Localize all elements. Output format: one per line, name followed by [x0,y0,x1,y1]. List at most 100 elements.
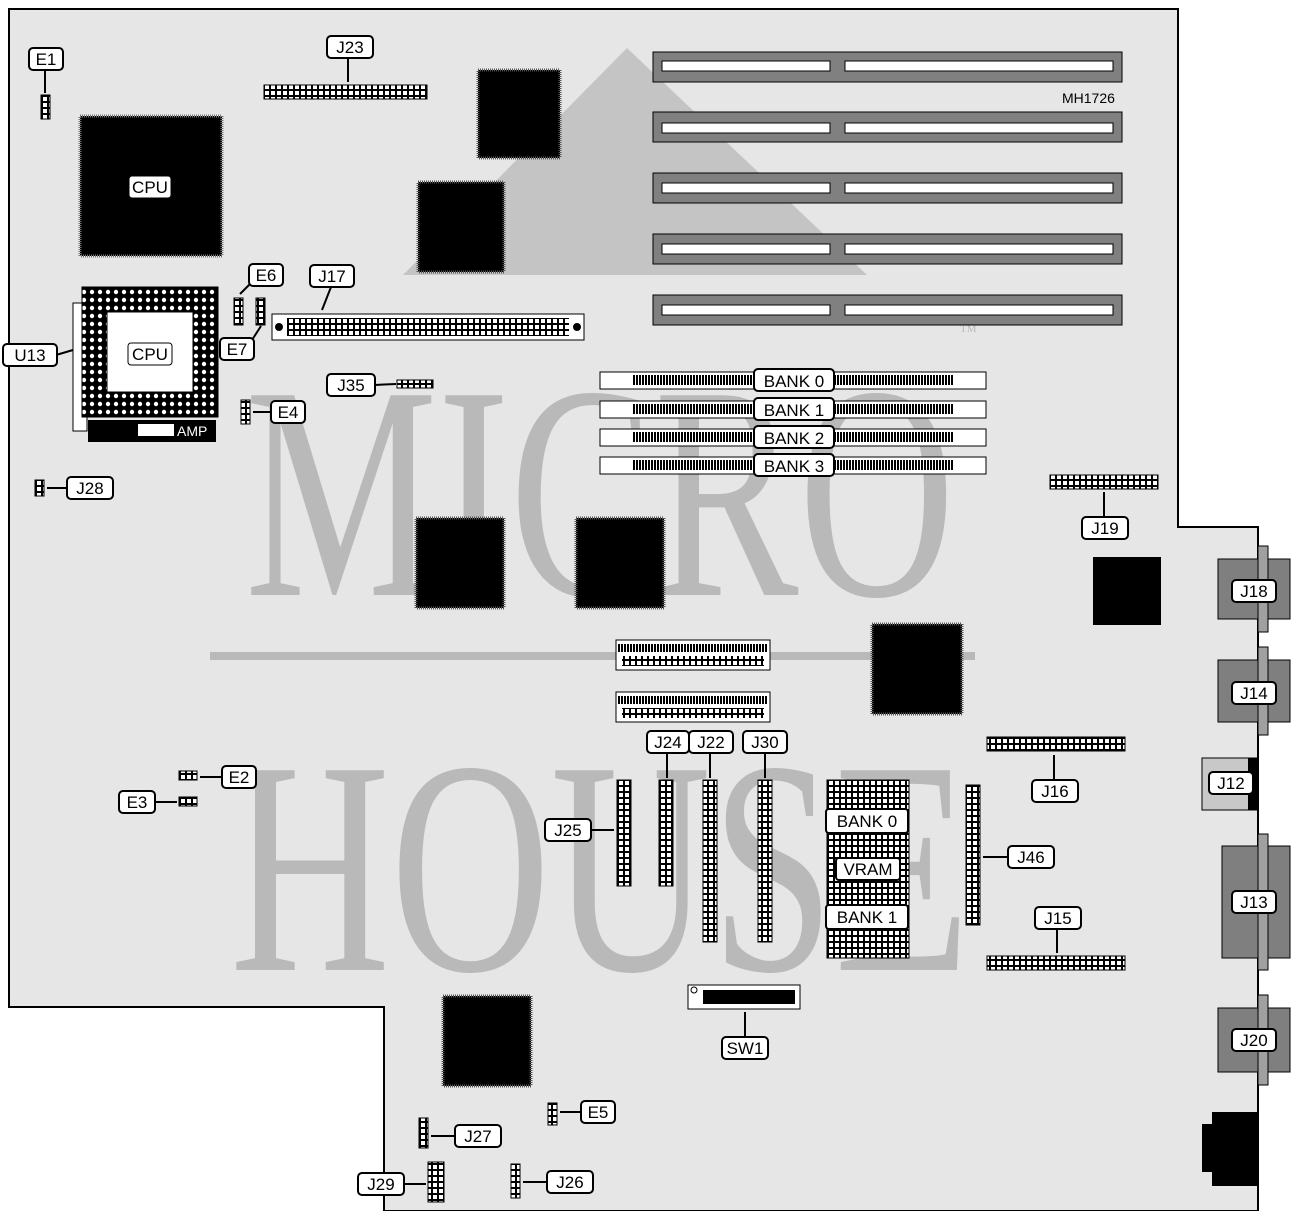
callout-j20: J20 [1231,1028,1277,1052]
figure-id: MH1726 [1062,90,1115,106]
label-j16: J16 [1041,782,1068,801]
chip [476,68,562,160]
label-j28: J28 [76,479,103,498]
callout-j19: J19 [1081,492,1129,540]
header-j35 [396,379,434,389]
callout-j12: J12 [1208,771,1254,795]
label-u13: U13 [14,346,45,365]
label-e1: E1 [36,50,57,69]
label-j19: J19 [1091,519,1118,538]
cpu-top-label: CPU [132,178,168,197]
label-e3: E3 [127,793,148,812]
chip [441,994,533,1088]
callout-j15: J15 [1034,906,1082,953]
isa-slot [652,294,1123,326]
label-j15: J15 [1044,909,1071,928]
simm-bank-1: BANK 1 [764,401,824,420]
label-j26: J26 [556,1173,583,1192]
callout-j13: J13 [1231,890,1277,914]
callout-j18: J18 [1231,579,1277,603]
vram-sockets: BANK 0 VRAM BANK 1 [825,779,910,959]
callout-j30: J30 [742,730,788,778]
header-j15 [986,955,1126,971]
callout-e5: E5 [560,1100,616,1124]
label-e2: E2 [229,768,250,787]
callout-j14: J14 [1231,681,1277,705]
label-j22: J22 [697,733,724,752]
watermark-trademark: TM [960,323,977,335]
label-j13: J13 [1240,893,1267,912]
label-j24: J24 [654,733,681,752]
header-j23 [263,84,428,100]
callout-j25: J25 [544,818,614,842]
label-sw1: SW1 [727,1039,764,1058]
simm-bank-2: BANK 2 [764,429,824,448]
chip [870,622,964,716]
callout-j24: J24 [646,730,690,778]
label-e7: E7 [227,340,248,359]
isa-slots [652,51,1123,326]
header-j24 [658,779,674,887]
callout-j28: J28 [47,476,114,500]
label-e6: E6 [256,266,277,285]
chip [574,516,666,610]
pin-headers [396,379,1159,971]
chip [1093,557,1161,625]
label-j14: J14 [1240,684,1267,703]
header-j46 [965,784,981,926]
callout-j35: J35 [326,373,397,397]
callout-e2: E2 [200,765,257,789]
callout-sw1: SW1 [721,1012,769,1060]
label-j46: J46 [1017,848,1044,867]
header-j30 [757,779,773,943]
dip-switch-sw1 [687,984,801,1010]
header-j19 [1049,474,1159,490]
label-e4: E4 [278,403,299,422]
callout-j22: J22 [688,730,734,778]
label-j30: J30 [751,733,778,752]
callout-e4: E4 [253,400,306,424]
label-j12: J12 [1217,774,1244,793]
label-j18: J18 [1240,582,1267,601]
isa-slot [652,111,1123,143]
rom-sockets [615,639,771,723]
header-j22 [702,779,718,943]
chip [416,180,506,274]
label-j35: J35 [337,376,364,395]
amp-label: AMP [177,423,207,439]
header-j16 [986,736,1126,752]
qfp-chips [414,68,1161,1088]
label-j17: J17 [318,267,345,286]
callouts: E1 J23 E6 E7 J17 U13 J35 E4 J28 J19 J18 … [2,35,1277,1196]
simm-bank-labels: BANK 0 BANK 1 BANK 2 BANK 3 [753,368,835,477]
simm-bank-0: BANK 0 [764,372,824,391]
jumpers [34,94,558,1203]
cpu-socket-label: CPU [132,345,168,364]
callout-e1: E1 [28,47,64,93]
simm-bank-3: BANK 3 [764,457,824,476]
callout-j26: J26 [523,1170,594,1194]
cpu-socket-u13: CPU AMP [72,286,219,442]
label-j29: J29 [367,1175,394,1194]
isa-slot [652,233,1123,265]
label-j27: J27 [464,1127,491,1146]
callout-j23: J23 [326,35,374,82]
header-j25 [616,779,632,887]
vram-bank-0: BANK 0 [837,812,897,831]
vram-label: VRAM [843,860,892,879]
label-e5: E5 [588,1103,609,1122]
cpu-top: CPU [78,114,224,258]
callout-e3: E3 [118,790,177,814]
callout-j46: J46 [983,845,1055,869]
callout-e6: E6 [239,263,284,295]
label-j20: J20 [1240,1031,1267,1050]
callout-j29: J29 [357,1172,426,1196]
label-j25: J25 [554,821,581,840]
connector-j17 [271,313,585,341]
label-j23: J23 [336,38,363,57]
chip [414,516,506,610]
callout-u13: U13 [2,343,74,367]
isa-slot [652,172,1123,204]
callout-j16: J16 [1031,755,1079,803]
